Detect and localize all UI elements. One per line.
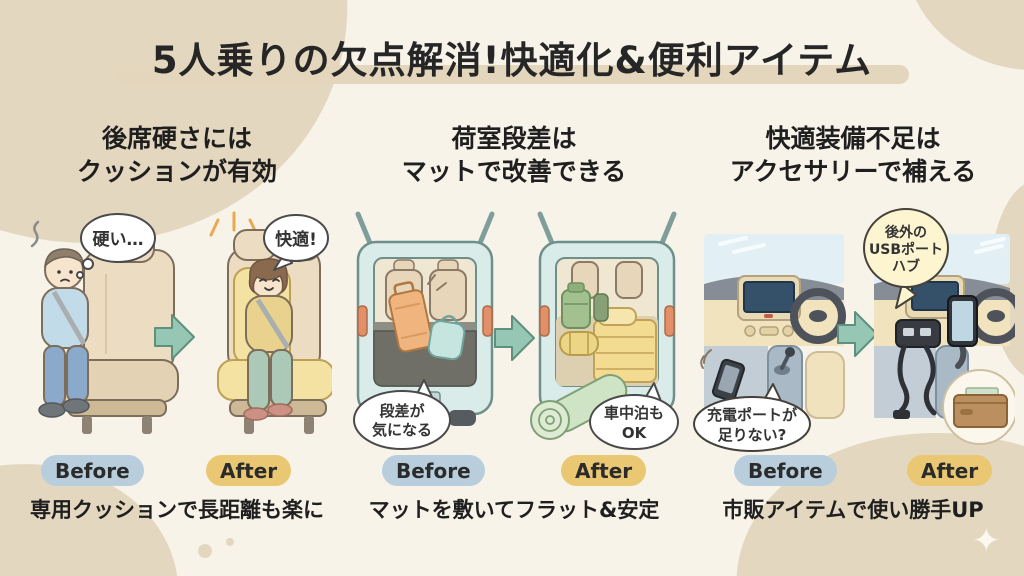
heading-line: クッションが有効 — [76, 157, 277, 186]
arrow-right-icon — [154, 314, 195, 360]
bubble-text: 気になる — [372, 421, 432, 439]
before-badge: Before — [734, 455, 837, 486]
van-flat-mat-drawing — [537, 211, 677, 426]
speech-bubble-car-camping: 車中泊も OK — [589, 382, 679, 450]
decor-dot — [810, 554, 820, 564]
section-rear-seat-cushion: 後席硬さには クッションが有効 — [18, 118, 336, 530]
before-badge: Before — [41, 455, 144, 486]
section-accessories: 快適装備不足は アクセサリーで補える — [688, 118, 1018, 530]
storage-box-inset-drawing — [942, 369, 1015, 445]
column-caption: マットを敷いてフラット&安定 — [368, 498, 660, 522]
van-cargo-step-drawing — [355, 211, 495, 426]
bubble-text: ハブ — [892, 258, 920, 275]
after-badge: After — [206, 455, 292, 486]
uncomfortable-man-drawing — [30, 220, 90, 418]
bubble-text: 快適! — [275, 229, 317, 250]
arrow-right-icon — [494, 315, 535, 361]
heading-line: マットで改善できる — [401, 157, 627, 186]
column-caption: 市販アイテムで使い勝手UP — [722, 498, 984, 522]
decor-dot — [156, 18, 163, 25]
bubble-text: USBポート — [869, 241, 943, 258]
speech-bubble-step-gap: 段差が 気になる — [353, 379, 451, 450]
arrow-right-icon — [837, 311, 878, 357]
cargo-before-after-illustration: 段差が 気になる — [353, 211, 679, 450]
speech-bubble-not-enough-ports: 充電ポートが 足りない? — [693, 383, 811, 452]
bubble-text: 後外の — [884, 224, 927, 241]
decor-dot — [198, 544, 212, 558]
column-heading: 荷室段差は マットで改善できる — [346, 122, 682, 188]
bubble-text: 硬い… — [93, 230, 144, 250]
bubble-text: 充電ポートが — [707, 406, 798, 424]
after-badge: After — [907, 455, 993, 486]
sparkle-icon: ✦ — [972, 521, 1001, 561]
heading-line: 快適装備不足は — [765, 124, 941, 153]
phone-mount-drawing — [947, 295, 978, 369]
speech-bubble-comfy: 快適! — [263, 214, 329, 271]
usb-hub-drawing — [893, 319, 941, 419]
heading-line: 後席硬さには — [101, 124, 252, 153]
bubble-text: 足りない? — [718, 426, 787, 444]
decor-dot — [166, 0, 178, 9]
phone-drawing — [711, 358, 745, 402]
thought-bubble-hard: 硬い… — [76, 213, 156, 279]
after-badge: After — [561, 455, 647, 486]
cushion-before-after-illustration: 硬い… — [30, 211, 332, 434]
bag-drawing — [427, 315, 466, 361]
bubble-text: 段差が — [379, 402, 425, 420]
bubble-text: OK — [622, 424, 648, 442]
title-highlight-bar — [117, 65, 909, 84]
before-badge: Before — [382, 455, 485, 486]
bubble-text: 車中泊も — [604, 404, 664, 422]
page-title: 5人乗りの欠点解消!快適化&便利アイテム — [151, 39, 873, 82]
dashboard-accessories-drawing — [874, 234, 1015, 445]
speech-bubble-usb-hub: 後外の USBポート ハブ — [863, 208, 949, 309]
comfortable-woman-drawing — [243, 258, 293, 421]
column-caption: 専用クッションで長距離も楽に — [30, 498, 324, 522]
dashboard-drawing — [700, 234, 846, 419]
heading-line: アクセサリーで補える — [729, 157, 977, 186]
column-heading: 快適装備不足は アクセサリーで補える — [688, 122, 1018, 188]
heading-line: 荷室段差は — [451, 124, 577, 153]
decor-dot — [226, 538, 234, 546]
section-cargo-mat: 荷室段差は マットで改善できる — [346, 118, 682, 530]
column-heading: 後席硬さには クッションが有効 — [18, 122, 336, 188]
suitcase-drawing — [388, 281, 434, 353]
accessories-before-after-illustration: 充電ポートが 足りない? — [693, 208, 1015, 452]
